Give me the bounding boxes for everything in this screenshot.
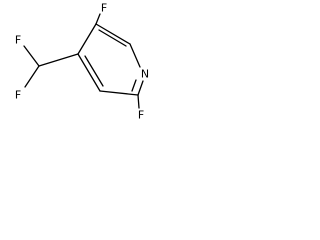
bond-c3-c2 — [99, 90, 139, 96]
bond-c4-chf2 — [38, 53, 79, 67]
bond-c5-f — [95, 13, 101, 25]
bond-c5-c4 — [77, 23, 97, 55]
bond-c5-c6 — [95, 23, 131, 45]
bond-c5-c6-inner — [98, 29, 127, 47]
bond-chf2-f-lower — [24, 65, 40, 88]
fluorine-label-chf2-lower: F — [15, 89, 21, 102]
fluorine-label-top: F — [101, 2, 107, 15]
bond-c2-n-inner — [131, 79, 137, 92]
bond-c4-c3 — [77, 53, 101, 92]
bond-chf2-f-upper — [23, 45, 40, 67]
bond-c2-f — [137, 94, 140, 109]
fluorine-label-chf2-upper: F — [15, 34, 21, 47]
fluorine-label-bottom: F — [138, 109, 144, 122]
bond-c4-c3-inner — [84, 55, 104, 87]
structure-diagram: F F F N F — [15, 2, 149, 122]
bond-c2-n — [137, 80, 144, 96]
bond-c6-n — [129, 43, 141, 68]
nitrogen-label: N — [141, 68, 149, 81]
